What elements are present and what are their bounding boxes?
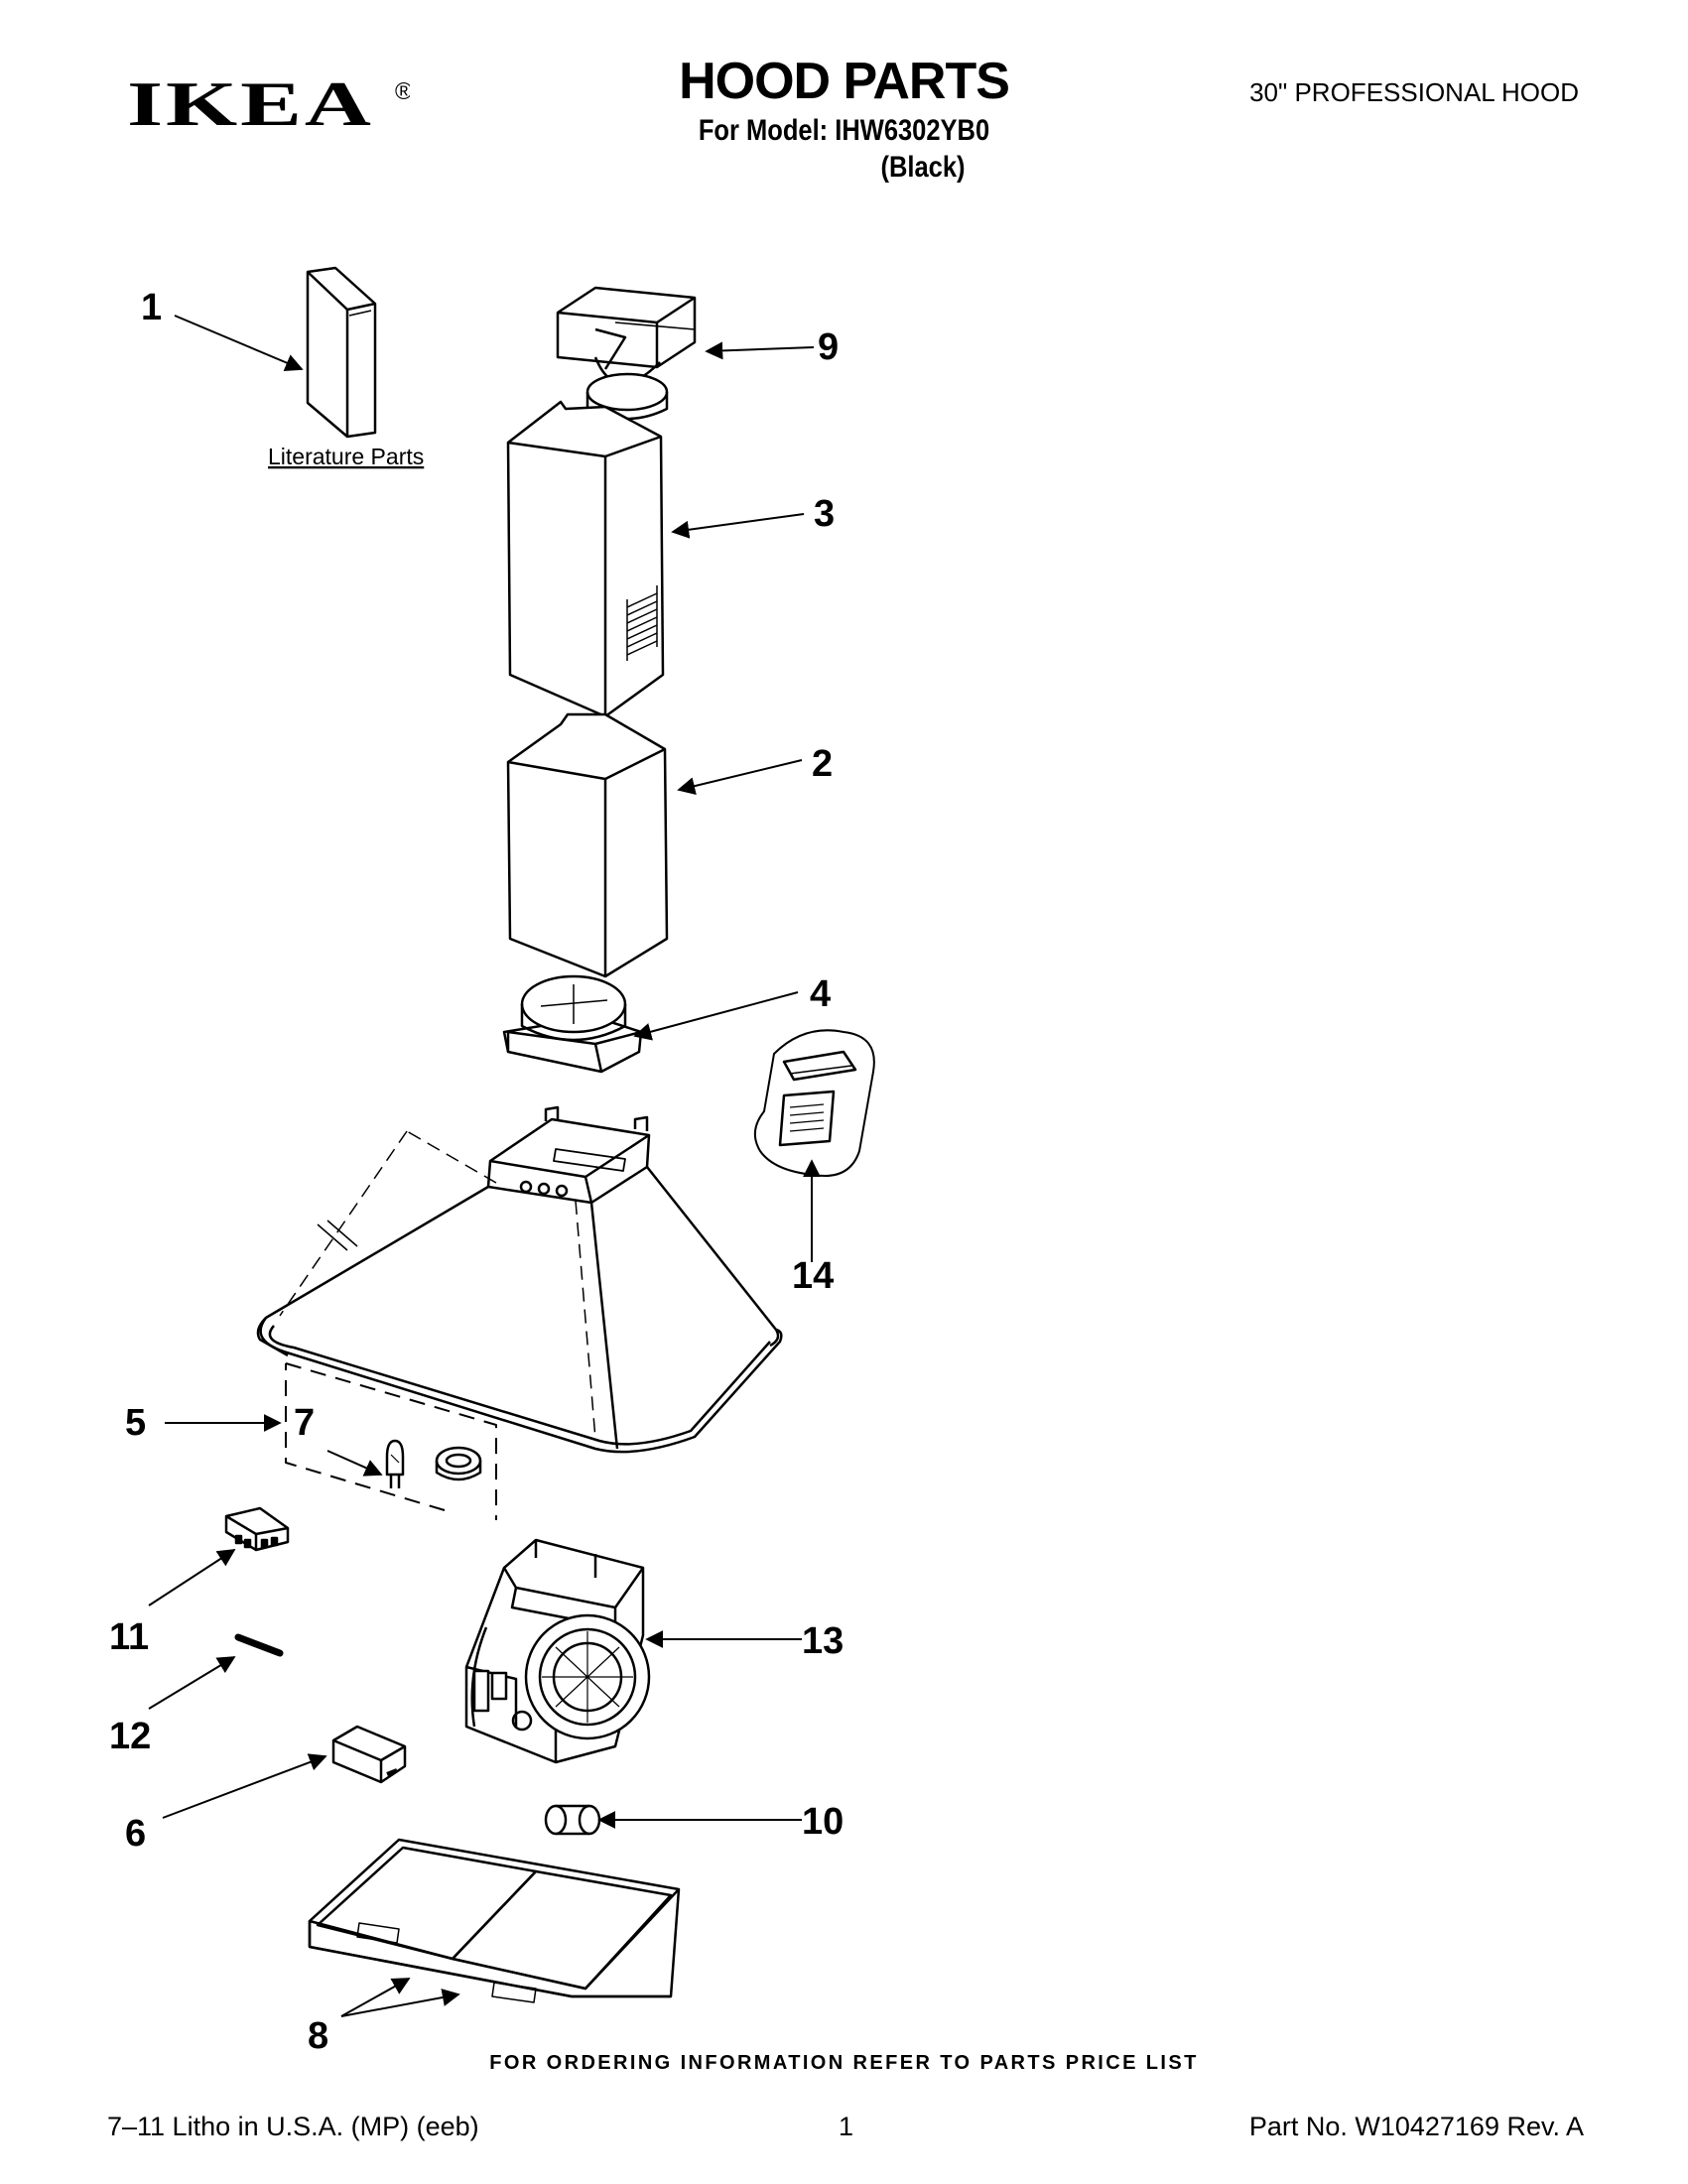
color-line: (Black) — [880, 151, 966, 184]
litho-line: 7–11 Litho in U.S.A. (MP) (eeb) — [107, 2112, 479, 2141]
ordering-note: FOR ORDERING INFORMATION REFER TO PARTS … — [489, 2052, 1199, 2074]
callout-2: 2 — [812, 743, 833, 785]
callout-3: 3 — [814, 493, 835, 535]
literature-booklet — [306, 266, 377, 439]
callout-12: 12 — [109, 1716, 151, 1757]
capacitor — [544, 1804, 601, 1836]
lower-chimney — [506, 712, 669, 978]
callout-10: 10 — [802, 1801, 844, 1843]
callout-8: 8 — [308, 2015, 328, 2057]
part-number: Part No. W10427169 Rev. A — [1248, 2112, 1584, 2141]
svg-text:IKEA: IKEA — [127, 73, 374, 135]
product-name: 30" PROFESSIONAL HOOD — [1249, 77, 1579, 107]
transformer — [331, 1725, 407, 1784]
leader-arrows — [148, 315, 821, 2017]
blower-motor — [464, 1538, 651, 1764]
callout-14: 14 — [792, 1255, 834, 1297]
page-number: 1 — [839, 2112, 854, 2141]
model-line: For Model: IHW6302YB0 — [698, 114, 990, 147]
callout-13: 13 — [802, 1620, 844, 1662]
hood-canopy — [256, 1105, 783, 1454]
callout-5: 5 — [125, 1402, 146, 1444]
light-assembly-group — [285, 1362, 497, 1520]
callout-1: 1 — [141, 287, 162, 328]
control-switch — [224, 1506, 290, 1552]
page-title: HOOD PARTS — [679, 53, 1010, 110]
duct-connector — [556, 286, 697, 421]
hardware-bag — [753, 1029, 875, 1177]
callout-11: 11 — [109, 1616, 149, 1658]
ikea-logo: IKEA ® — [127, 73, 410, 135]
literature-parts-label: Literature Parts — [268, 444, 424, 469]
grease-filters — [308, 1838, 681, 2003]
svg-text:®: ® — [395, 78, 410, 105]
upper-chimney — [506, 400, 665, 718]
wire-harness — [234, 1633, 284, 1657]
callout-9: 9 — [818, 326, 839, 368]
damper-adapter — [502, 974, 643, 1074]
callout-7: 7 — [294, 1402, 315, 1444]
light-lens-ring — [435, 1446, 482, 1481]
halogen-bulb — [385, 1439, 405, 1488]
callout-4: 4 — [810, 973, 831, 1015]
callout-6: 6 — [125, 1813, 146, 1855]
